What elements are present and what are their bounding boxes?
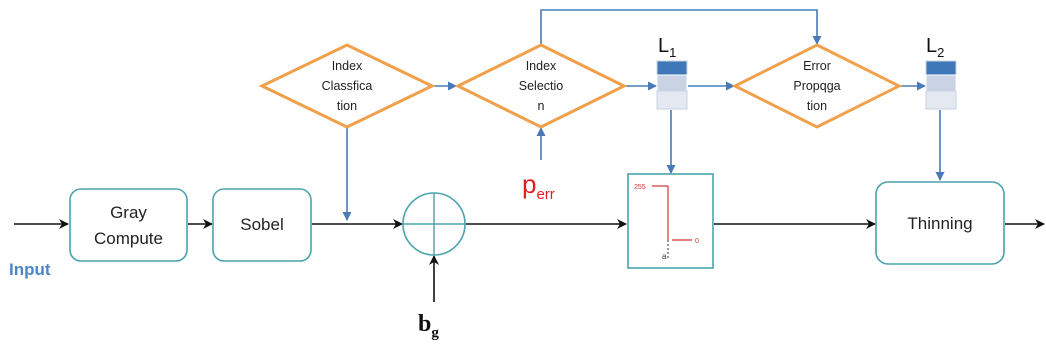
gray-compute-label-line2: Compute [94, 229, 163, 248]
main-path-arrows [14, 219, 1045, 302]
sobel-label: Sobel [240, 215, 283, 234]
index-selection-diamond [454, 43, 628, 129]
index-classification-line1: Index [332, 59, 363, 73]
gray-compute-box [69, 188, 188, 262]
gray-compute-label-line1: Gray [110, 203, 147, 222]
thinning-label: Thinning [907, 214, 972, 233]
plot-low-value: 0 [695, 238, 699, 245]
index-classification-line2: Classfica [322, 79, 373, 93]
b-g-label: bg [418, 311, 439, 341]
l1-table [656, 60, 688, 110]
index-classification-line3: tion [337, 99, 357, 113]
l2-table [925, 60, 957, 110]
plot-high-value: 255 [634, 184, 646, 191]
p-err-label: perr [522, 169, 555, 203]
error-propagation-line3: tion [807, 99, 827, 113]
threshold-plot: 255 0 a [627, 173, 714, 269]
l1-label: L1 [658, 35, 676, 60]
l2-label: L2 [926, 35, 944, 60]
index-selection-line3: n [538, 99, 545, 113]
control-arrows [342, 9, 945, 221]
plot-threshold-label: a [662, 252, 667, 261]
index-selection-line1: Index [526, 59, 557, 73]
arrow-feedback-selection-to-error [540, 9, 822, 45]
thinning-box [875, 181, 1005, 265]
error-propagation-diamond [731, 43, 903, 129]
input-label: Input [9, 260, 51, 279]
index-selection-line2: Selectio [519, 79, 564, 93]
error-propagation-line1: Error [803, 59, 831, 73]
index-classification-diamond [258, 43, 436, 129]
sobel-box [212, 188, 312, 262]
adder-node [402, 192, 466, 256]
error-propagation-line2: Propqga [793, 79, 840, 93]
